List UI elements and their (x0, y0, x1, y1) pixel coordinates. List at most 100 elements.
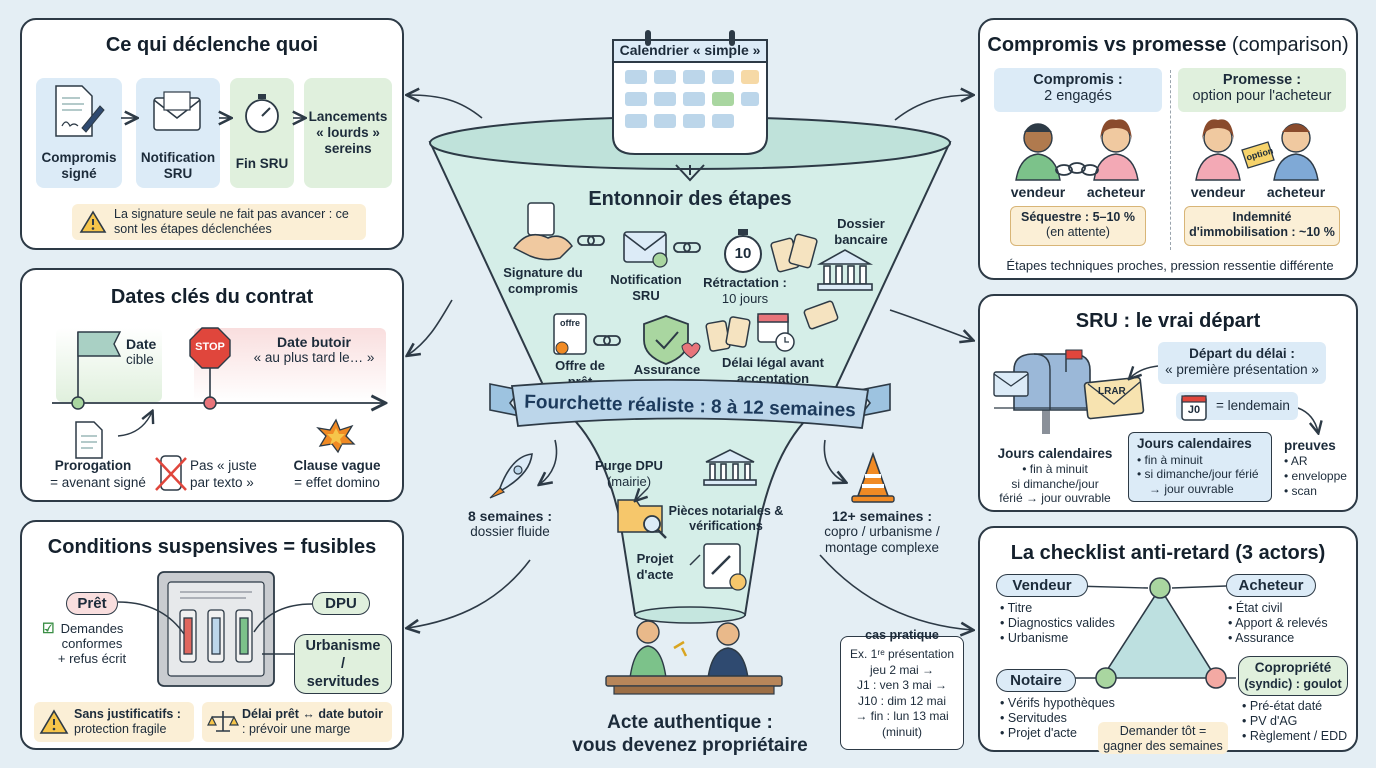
compromis-b: 2 engagés (1044, 88, 1112, 104)
cas-pratique-box: cas pratique Ex. 1ʳᵉ présentation jeu 2 … (840, 628, 964, 750)
offer-doc-label: offre (560, 318, 580, 328)
jc-left-line: • fin à minuit (1022, 462, 1088, 476)
step-dossier: Dossier bancaire (834, 216, 888, 247)
cas-line: → fin : lun 13 mai (855, 709, 949, 723)
preuves-list: AR enveloppe scan (1284, 454, 1347, 499)
depart-b: « première présentation » (1165, 362, 1319, 377)
jc-box-line: • si dimanche/jour férié (1137, 467, 1259, 481)
j0-label: J0 (1187, 404, 1201, 416)
acheteur-item: Assurance (1228, 631, 1328, 646)
signed-document-icon (55, 85, 105, 137)
clause-b: = effet domino (294, 475, 380, 490)
note-left-a: Sans justificatifs : (74, 707, 181, 721)
mail-icon (153, 91, 201, 131)
stopwatch-number: 10 (734, 245, 752, 262)
panel-checklist: La checklist anti-retard (3 actors) Vend… (978, 526, 1358, 754)
jc-box-line: → jour ouvrable (1149, 481, 1234, 496)
stopwatch-icon (724, 229, 762, 273)
funnel-title: Entonnoir des étapes (588, 188, 792, 210)
townhall-icon (703, 449, 757, 486)
indemnite-a: Indemnité (1232, 210, 1292, 224)
compromis-a: Compromis : (1033, 72, 1123, 88)
vendeur-person-icon (1195, 119, 1241, 181)
acte-line2: vous devenez propriétaire (572, 735, 808, 756)
notaire-item: Projet d'acte (1000, 726, 1115, 741)
promesse-b: option pour l'acheteur (1192, 88, 1332, 104)
notaire-item: Servitudes (1000, 711, 1115, 726)
panel-title: Dates clés du contrat (110, 286, 314, 308)
projet-acte: Projet d'acte (636, 551, 674, 582)
outcome-12-sub: copro / urbanisme / montage complexe (824, 524, 940, 555)
dpu-pill: DPU (312, 592, 370, 615)
step-compromis-box: Compromis signé (36, 78, 122, 188)
step-retractation-b: 10 jours (721, 291, 769, 306)
purge-dpu-a: Purge DPU (595, 458, 663, 473)
step-fin-sru-box: Fin SRU (230, 78, 294, 188)
deed-document-icon (703, 543, 747, 591)
copro-item: Règlement / EDD (1242, 729, 1347, 744)
pret-detail-line: conformes (61, 636, 123, 651)
cas-line: (minuit) (881, 724, 922, 739)
preuve-item: AR (1284, 454, 1347, 469)
option-tag-icon (1241, 141, 1275, 169)
balance-scale-icon (207, 711, 239, 732)
step-notification: Notification SRU (610, 272, 682, 303)
divider (1170, 70, 1171, 250)
depart-a: Départ du délai : (1189, 346, 1295, 361)
stopwatch-icon (245, 94, 279, 133)
cas-line: J10 : dim 12 mai (857, 693, 947, 708)
panel-sru: SRU : le vrai départ LRAR Départ du déla… (978, 294, 1358, 512)
calendar: Calendrier « simple » (605, 26, 775, 160)
shield-icon (643, 315, 701, 365)
vendeur-item: Titre (1000, 601, 1115, 616)
cas-line: J1 : ven 3 mai → (856, 678, 948, 692)
demander-a: Demander tôt = (1119, 724, 1207, 738)
step-label: Lancements « lourds » sereins (308, 109, 388, 156)
no-texting-icon (155, 455, 187, 491)
step-label: Notification SRU (140, 150, 216, 181)
preuve-item: scan (1284, 484, 1347, 499)
prorogation-b: = avenant signé (50, 475, 146, 490)
panel-title: Compromis vs promesse (comparison) (980, 34, 1356, 57)
date-cible-a: Date (126, 336, 157, 352)
preuves-title: preuves (1284, 438, 1336, 453)
arrow-to-dates-panel (408, 299, 453, 355)
arrow-to-trigger-panel (408, 95, 483, 119)
purge-dpu-b: (mairie) (606, 474, 652, 489)
pret-pill: Prêt (66, 592, 118, 615)
title-rest: (comparison) (1226, 34, 1349, 56)
panel-title: Ce qui déclenche quoi (105, 34, 319, 56)
texto-b: par texto » (190, 475, 254, 490)
lrar-label: LRAR (1098, 386, 1126, 397)
pret-details: Demandes conformes + refus écrit (52, 621, 132, 666)
arrow-to-8-semaines (540, 439, 558, 484)
handshake-icon (512, 202, 573, 261)
preuve-item: enveloppe (1284, 469, 1347, 484)
jc-box-title: Jours calendaires (1137, 436, 1252, 451)
compromis-vendeur: vendeur (1010, 184, 1066, 200)
domino-icon (705, 233, 839, 352)
explosion-icon (316, 418, 356, 454)
mailbox-icon (993, 349, 1104, 434)
date-cible-b: cible (126, 352, 154, 367)
acheteur-list: État civil Apport & relevés Assurance (1228, 601, 1328, 646)
note-right-b: : prévoir une marge (242, 722, 351, 736)
demander-b: gagner des semaines (1103, 738, 1223, 753)
vendeur-item: Diagnostics valides (1000, 616, 1115, 631)
panel-title: La checklist anti-retard (3 actors) (1010, 542, 1326, 564)
warning-note-left: Sans justificatifs : protection fragile (34, 702, 194, 742)
promesse-acheteur: acheteur (1266, 184, 1326, 200)
vendeur-item: Urbanisme (1000, 631, 1115, 646)
copro-a: Copropriété (1254, 660, 1332, 675)
fuse-box-icon (157, 571, 275, 687)
fuse-connectors (117, 601, 313, 655)
indemnite-b: d'immobilisation : ~10 % (1189, 225, 1335, 239)
people-icons (1015, 119, 1319, 181)
calendar-title: Calendrier « simple » (619, 42, 761, 58)
calendar-clock-icon (757, 313, 795, 352)
panel-title: Conditions suspensives = fusibles (47, 536, 377, 558)
promesse-header: Promesse : option pour l'acheteur (1178, 68, 1346, 112)
